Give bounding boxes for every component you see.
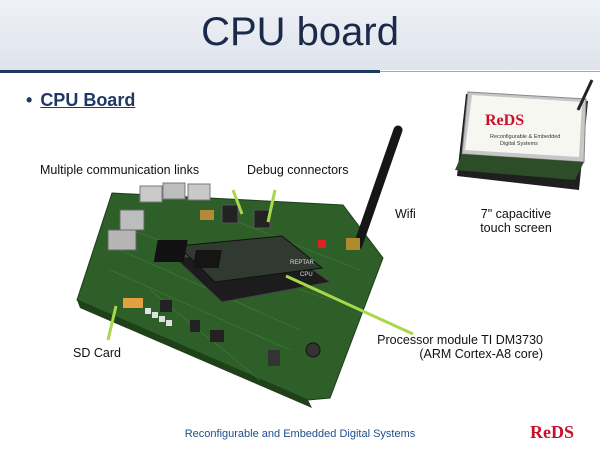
label-debug-connectors: Debug connectors [247,163,349,177]
antenna-connector [346,238,360,250]
component-3 [210,330,224,342]
reds-logo-text: ReDS [530,422,574,442]
leds [145,308,172,326]
label-touch-screen-line2: touch screen [480,221,552,235]
label-processor-line2: (ARM Cortex-A8 core) [419,347,543,361]
label-processor-line1: Processor module TI DM3730 [377,333,543,347]
label-wifi: Wifi [395,207,416,221]
screen-logo: ReDS [485,112,524,129]
pcb-edge [77,300,312,408]
usb-port-3 [187,183,211,201]
wifi-antenna [353,125,403,250]
screen-pcb [455,154,584,180]
usb-port-2 [162,182,186,200]
screen-line1: Reconfigurable & Embedded [490,134,560,140]
label-sd-card: SD Card [73,346,121,360]
bullet-dot-icon: • [26,90,33,110]
pointer-lines [106,189,414,341]
screen-line2: Digital Systems [500,141,538,147]
title-underline-thin [380,71,600,72]
buzzer [305,342,321,358]
slide-title: CPU board [201,10,399,54]
title-band [0,0,600,70]
sd-card-slot [123,298,143,308]
bullet-item: • CPU Board [26,90,135,111]
cpu-chip [153,240,188,262]
component-4 [268,350,280,366]
svg-text:REPTAR: REPTAR [290,260,315,266]
bullet-text: CPU Board [40,90,136,110]
label-processor: Processor module TI DM3730 (ARM Cortex-A… [368,333,543,361]
usb-port-1 [139,185,163,203]
red-button [318,240,326,248]
processor-module [176,235,324,283]
label-comm-links: Multiple communication links [40,163,200,177]
footer-text: Reconfigurable and Embedded Digital Syst… [184,428,416,440]
ethernet-port-2 [107,229,137,251]
reds-logo: ReDS [530,422,574,442]
screen-display [465,95,582,157]
label-touch-screen-line1: 7" capacitive [480,207,552,221]
debug-connector-1 [221,204,239,224]
svg-text:CPU: CPU [300,272,313,278]
label-touch-screen: 7" capacitive touch screen [478,207,554,235]
memory-chip [192,250,222,268]
title-underline [0,70,380,73]
header-pins [200,210,214,220]
component-2 [190,320,200,332]
component-1 [160,300,172,312]
screen-antenna [576,79,594,111]
